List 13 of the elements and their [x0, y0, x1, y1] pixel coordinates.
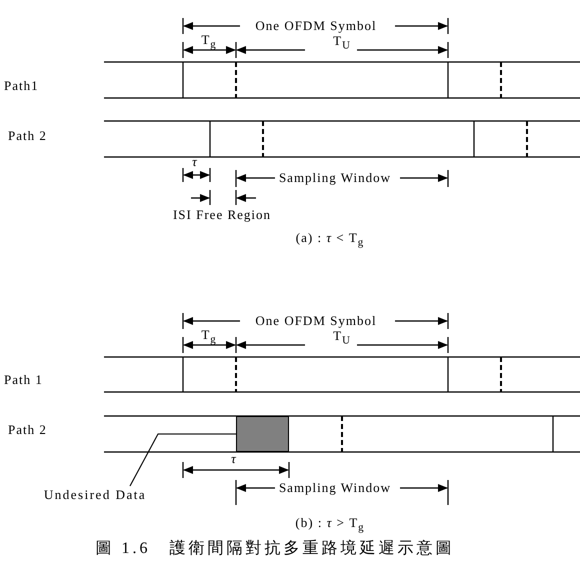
subfigure-caption: (a) : τ < T$_{g}$ [296, 230, 364, 250]
dimension-label: τ [192, 154, 198, 170]
region-label: ISI Free Region [172, 208, 272, 222]
path-label: Path1 [4, 78, 39, 94]
path-label: Path 1 [4, 372, 43, 388]
figure-caption: 圖 1.6 護衛間隔對抗多重路境延遲示意圖 [96, 540, 454, 558]
path-label: Path 2 [8, 422, 47, 438]
leader-label: Undesired Data [38, 486, 152, 504]
subfigure-caption: (b) : τ > T$_{g}$ [295, 516, 365, 534]
path-label: Path 2 [8, 128, 47, 144]
dimension-label: τ [231, 452, 237, 466]
leader-line [130, 433, 236, 486]
undesired-data-block [236, 416, 289, 452]
